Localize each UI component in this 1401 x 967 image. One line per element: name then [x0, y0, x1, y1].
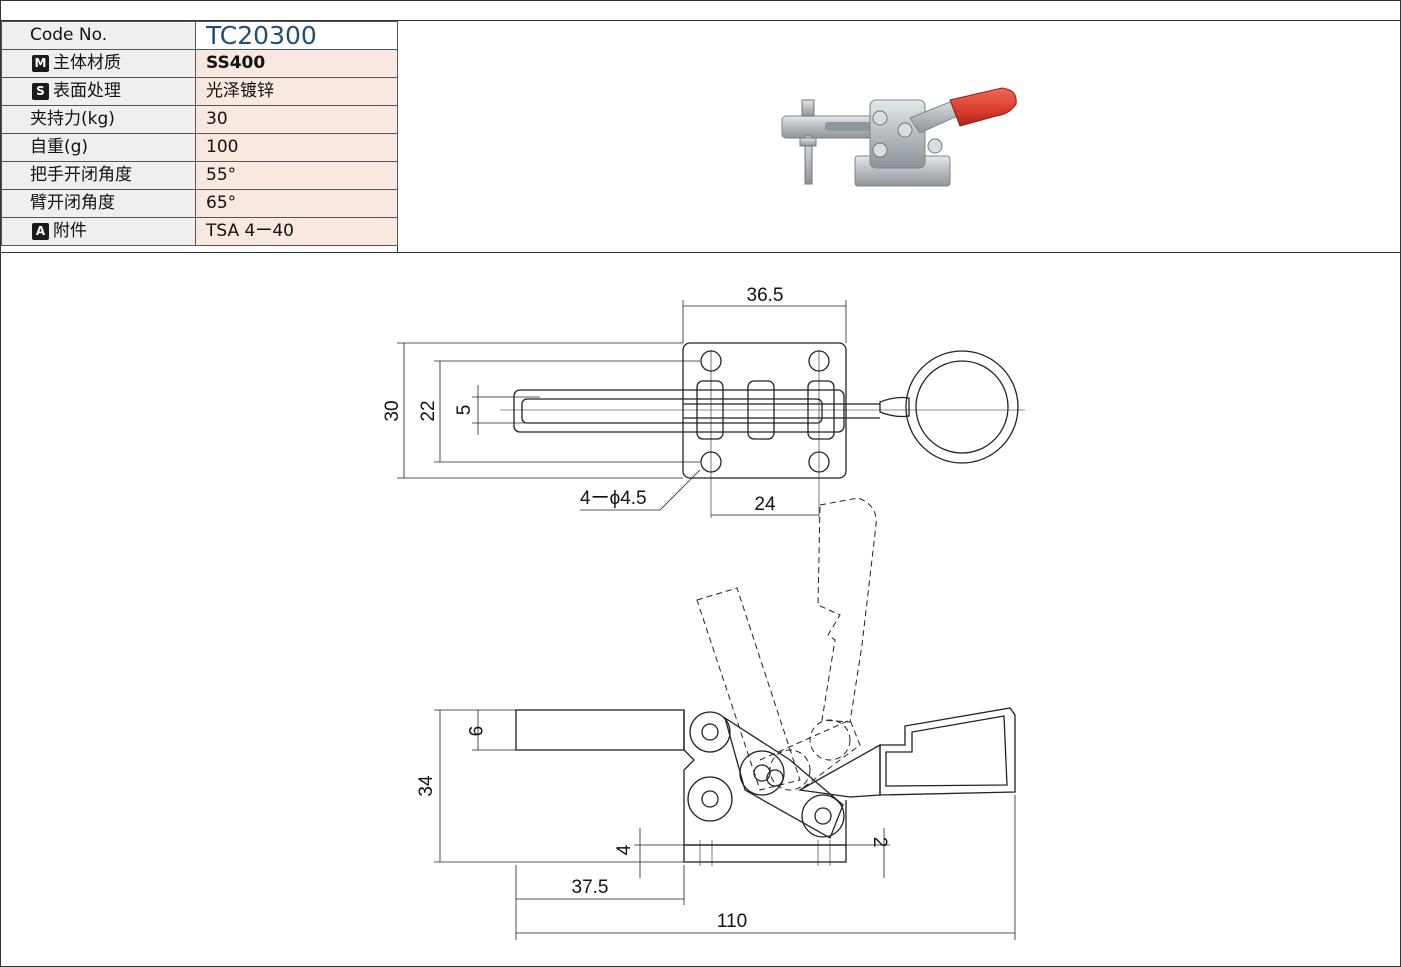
spec-label: 把手开闭角度: [1, 161, 196, 190]
spec-row-arm-angle: 臂开闭角度 65°: [1, 189, 398, 218]
spec-row-code: Code No. TC20300: [1, 21, 398, 50]
spec-value-handle-angle: 55°: [195, 161, 398, 190]
spec-label: 主体材质: [53, 53, 121, 73]
dim-arm-offset: 37.5: [572, 877, 609, 898]
rivet-icons: [872, 110, 943, 158]
base-centerlines: [699, 840, 831, 866]
technical-drawing: 36.5 30 22 5 4ーϕ4.5 24: [382, 285, 1025, 940]
surface-badge-icon: S: [32, 83, 49, 100]
dim-hole-pitch: 24: [754, 494, 776, 515]
spec-label: 表面处理: [53, 81, 121, 101]
spec-value-force: 30: [195, 105, 398, 134]
spec-row-handle-angle: 把手开闭角度 55°: [1, 161, 398, 190]
side-view-dimensions: [434, 709, 1016, 940]
material-badge-icon: M: [32, 55, 49, 72]
dim-base-thick: 4: [614, 844, 635, 855]
spec-label: 夹持力(kg): [1, 105, 196, 134]
spec-value-weight: 100: [195, 133, 398, 162]
spec-label: 自重(g): [1, 133, 196, 162]
accessory-badge-icon: A: [32, 223, 49, 240]
dim-total-height: 34: [416, 775, 437, 797]
spec-value-accessory: TSA 4ー40: [195, 217, 398, 246]
product-photo: [781, 87, 1017, 187]
dim-hole-callout: 4ーϕ4.5: [580, 488, 647, 509]
spec-label: Code No.: [1, 21, 196, 50]
top-view: [500, 342, 1025, 518]
open-position-ghosts: [696, 497, 877, 791]
side-view: [515, 707, 1016, 863]
spec-label: 附件: [53, 221, 87, 241]
dim-height-outer: 30: [382, 400, 403, 421]
spindle-bolt: [799, 99, 817, 185]
top-rule: [0, 20, 1401, 21]
dim-total-length: 110: [717, 911, 747, 932]
spec-value-material: SS400: [195, 49, 398, 78]
dim-base-gap: 2: [869, 837, 890, 848]
spec-value-arm-angle: 65°: [195, 189, 398, 218]
dim-slot-width: 5: [454, 405, 475, 416]
spec-label: 臂开闭角度: [1, 189, 196, 218]
table-divider: [397, 20, 398, 252]
spec-value-code: TC20300: [195, 21, 398, 50]
spec-row-weight: 自重(g) 100: [1, 133, 398, 162]
spec-value-surface: 光泽镀锌: [195, 77, 398, 106]
top-view-dimensions: [397, 300, 847, 516]
section-divider: [0, 252, 1401, 253]
spec-row-force: 夹持力(kg) 30: [1, 105, 398, 134]
dim-arm-height: 9: [464, 726, 485, 737]
dim-top-width: 36.5: [747, 285, 784, 306]
dim-height-holes: 22: [418, 400, 439, 421]
handle-lever: [909, 87, 1017, 134]
